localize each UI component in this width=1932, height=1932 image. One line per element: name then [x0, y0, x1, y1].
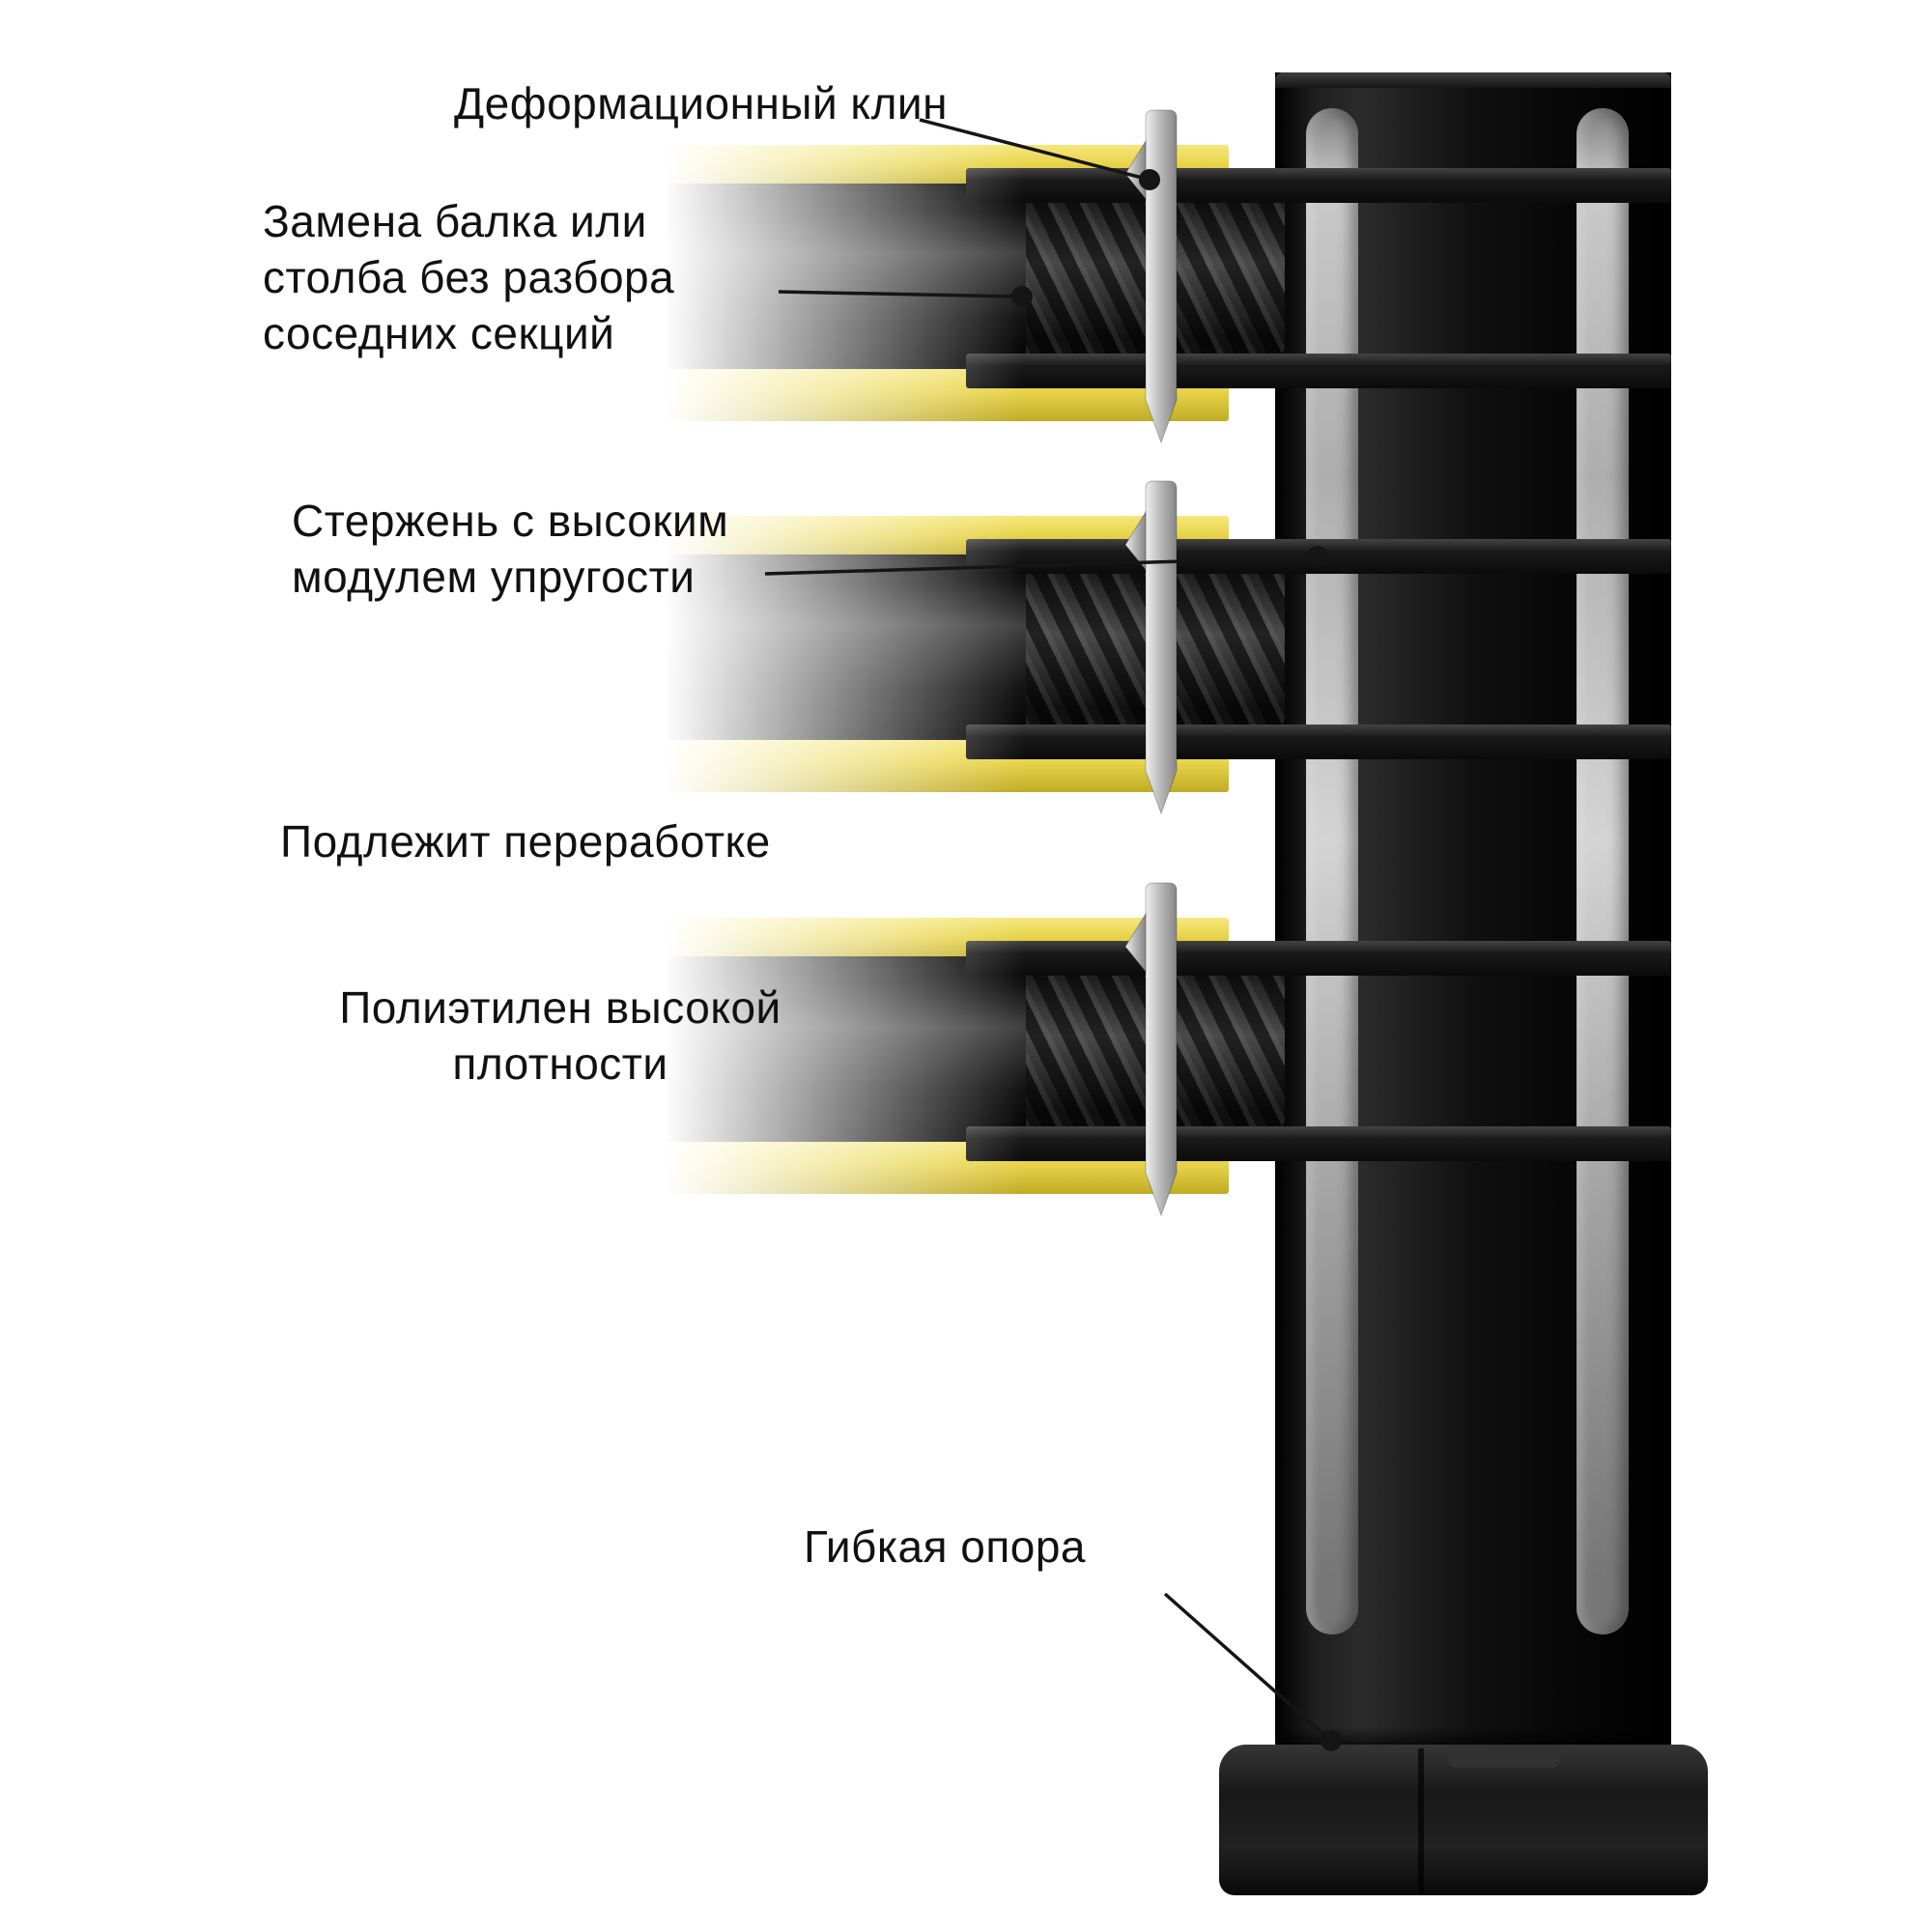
deformation-wedge-pin-2 [1124, 480, 1178, 815]
flexible-base-support [1219, 1745, 1708, 1895]
beam-3-bracket-flange-top [966, 941, 1671, 976]
label-deformation-wedge: Деформационный клин [454, 75, 948, 131]
beam-2-left-fade [607, 472, 1024, 845]
label-elastic-rod-line2: модулем упругости [292, 552, 696, 602]
label-elastic-rod: Стержень с высоким модулем упругости [292, 493, 728, 605]
label-flexible-support: Гибкая опора [804, 1519, 1086, 1575]
label-recyclable-text: Подлежит переработке [280, 816, 771, 867]
label-beam-replacement-line1: Замена балка или [263, 196, 647, 246]
elastic-rod-right [1577, 108, 1629, 1634]
label-hdpe-line2: плотности [452, 1038, 668, 1089]
label-deformation-wedge-text: Деформационный клин [454, 78, 949, 128]
post-top-rim [1275, 72, 1671, 88]
beam-1-bracket-flange-bottom [966, 354, 1671, 388]
deformation-wedge-pin-1 [1124, 109, 1178, 444]
label-elastic-rod-line1: Стержень с высоким [292, 496, 729, 546]
flexible-base-groove [1418, 1748, 1424, 1893]
label-beam-replacement-line2: столба без разбора [263, 252, 675, 302]
beam-3-left-fade [607, 874, 1024, 1247]
label-flexible-support-text: Гибкая опора [804, 1521, 1087, 1572]
label-beam-replacement: Замена балка или столба без разбора сосе… [263, 193, 674, 361]
elastic-rod-left [1306, 108, 1358, 1634]
beam-2-bracket-flange-top [966, 539, 1671, 574]
post-base-shadow [1275, 1727, 1671, 1748]
beam-3-bracket-flange-bottom [966, 1126, 1671, 1161]
flexible-base-notch [1447, 1745, 1561, 1768]
beam-1-bracket-flange-top [966, 168, 1671, 203]
label-beam-replacement-line3: соседних секций [263, 308, 615, 358]
label-recyclable: Подлежит переработке [280, 813, 771, 869]
beam-2-bracket-flange-bottom [966, 724, 1671, 759]
label-hdpe: Полиэтилен высокой плотности [280, 980, 840, 1092]
label-hdpe-line1: Полиэтилен высокой [339, 982, 781, 1033]
deformation-wedge-pin-3 [1124, 882, 1178, 1217]
